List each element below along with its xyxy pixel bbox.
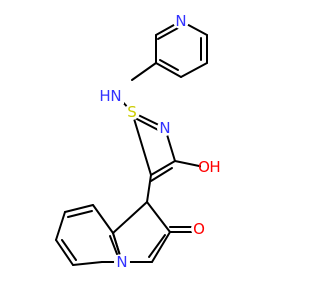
bond [150, 160, 176, 176]
bond [61, 239, 77, 261]
atom-label-pyridine-n: N [173, 12, 189, 30]
bond [157, 27, 179, 40]
bond [131, 62, 157, 81]
bond [180, 62, 208, 78]
bond [148, 234, 166, 258]
bond [131, 111, 152, 176]
bond [151, 231, 171, 263]
atom-text: N [159, 119, 170, 137]
bond [72, 261, 103, 266]
atom-text: S [127, 103, 137, 121]
atom-label-indole-n: N [114, 253, 130, 271]
atom-label-nh: N H [99, 87, 124, 105]
atom-text: H [209, 158, 220, 176]
atom-text: H [99, 87, 110, 105]
atom-label-hydroxyl: O H [198, 158, 225, 176]
bond [146, 201, 171, 233]
atom-text: O [193, 220, 205, 238]
bond [146, 174, 152, 203]
atom-labels: N N H N S O H O N [99, 12, 225, 271]
bond [155, 62, 182, 78]
atom-text: O [198, 158, 210, 176]
atom-text: N [116, 253, 127, 271]
atom-text: N [110, 87, 121, 105]
bond [112, 201, 148, 234]
atom-label-sulfur: S [124, 103, 140, 121]
bond [159, 59, 179, 71]
bonds [55, 20, 208, 266]
bond [55, 211, 66, 241]
bond [174, 160, 205, 168]
atom-text: N [175, 12, 186, 30]
bond [92, 204, 114, 234]
atom-label-thiazole-n: N [157, 119, 173, 137]
bond [67, 210, 93, 218]
chemical-structure: N N H N S O H O N [55, 12, 225, 271]
bond [55, 239, 74, 266]
bond [109, 235, 118, 255]
bond [150, 167, 173, 182]
bond [64, 204, 94, 213]
atom-label-carbonyl-o: O [191, 220, 207, 238]
